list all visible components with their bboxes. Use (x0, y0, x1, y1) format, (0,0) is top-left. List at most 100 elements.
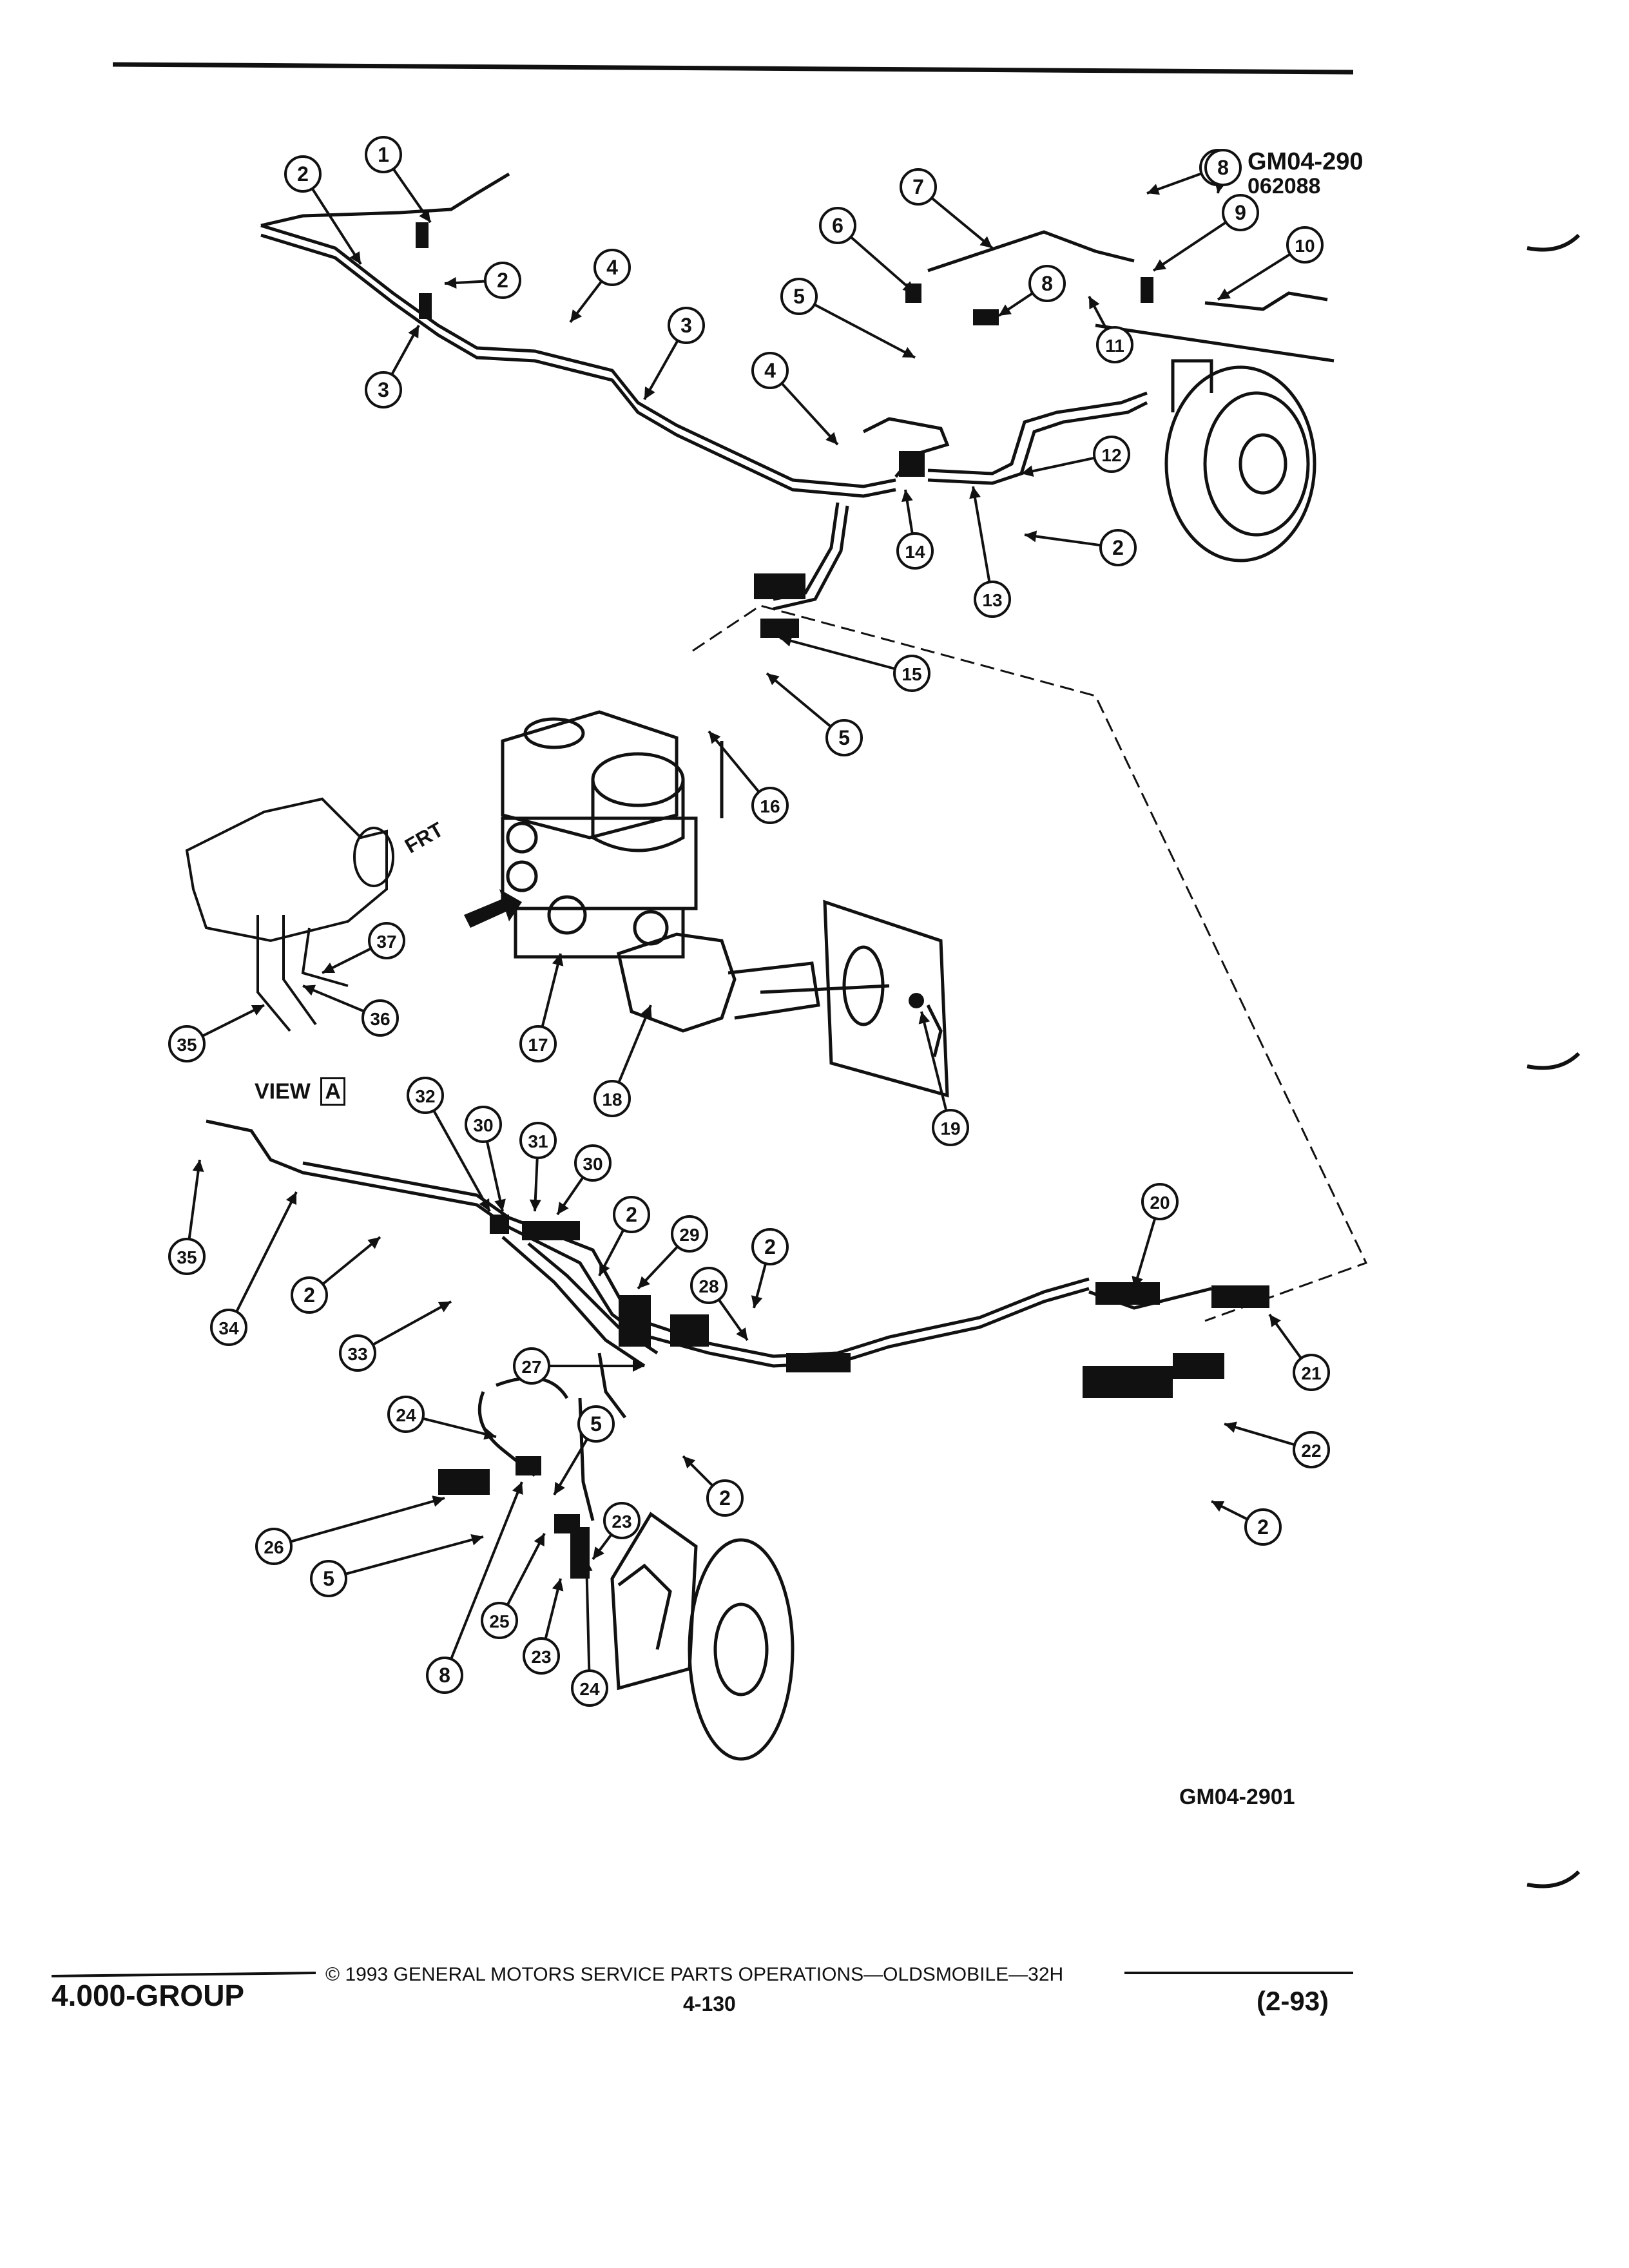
callout-number: 9 (1235, 201, 1246, 224)
header-rule (112, 62, 1354, 75)
figure-code: GM04-2901 (1179, 1785, 1295, 1809)
callout-circle (671, 1215, 708, 1253)
callout-36: 36 (302, 985, 399, 1037)
callout-arrowhead (581, 1559, 593, 1571)
callout-circle (819, 207, 856, 244)
callout-18: 18 (593, 1004, 652, 1117)
callout-3: 3 (365, 325, 420, 408)
callout-leader (972, 486, 991, 582)
callout-circle (168, 1238, 206, 1275)
callout-leader (235, 1191, 298, 1312)
callout-35: 35 (168, 1159, 206, 1275)
callout-arrowhead (683, 1456, 696, 1469)
callout-arrowhead (445, 277, 457, 289)
callout-circle (1293, 1354, 1330, 1391)
callout-arrowhead (483, 1428, 496, 1440)
callout-circle (407, 1077, 444, 1114)
callout-arrowhead (408, 325, 419, 339)
callout-circle (1099, 529, 1137, 566)
callout-arrowhead (285, 1192, 296, 1206)
callout-arrowhead (349, 251, 361, 264)
callout-arrowhead (552, 1579, 564, 1591)
callout-circle (751, 352, 789, 389)
callout-number: 8 (439, 1664, 450, 1687)
callout-circle (1096, 326, 1133, 363)
callout-arrowhead (1025, 530, 1037, 543)
callout-12: 12 (1021, 436, 1130, 477)
callout-arrowhead (192, 1160, 204, 1173)
callout-arrowhead (1218, 288, 1231, 300)
callout-number: 24 (396, 1405, 416, 1425)
callout-circle (519, 1122, 557, 1159)
footer-date: (2-93) (1257, 1986, 1329, 2016)
callout-arrowhead (303, 985, 316, 996)
callout-circle (974, 581, 1011, 618)
callout-arrowhead (438, 1302, 451, 1312)
callout-number: 26 (264, 1537, 284, 1557)
callout-number: 11 (1105, 336, 1124, 356)
callout-circle (1028, 265, 1066, 302)
callout-circle (613, 1196, 650, 1233)
callout-33: 33 (339, 1300, 452, 1372)
callout-arrowhead (751, 1295, 763, 1308)
callout-4: 4 (569, 249, 631, 323)
callout-7: 7 (900, 168, 994, 249)
callout-32: 32 (407, 1077, 491, 1212)
callout-5: 5 (553, 1405, 615, 1496)
footer-page-number: 4-130 (683, 1992, 736, 2015)
callout-number: 2 (1112, 536, 1124, 559)
callout-number: 28 (699, 1276, 718, 1296)
callout-leader (585, 1559, 591, 1671)
callout-number: 21 (1301, 1363, 1321, 1383)
callout-number: 25 (489, 1611, 509, 1631)
callout-circle (593, 249, 631, 286)
callout-leader (311, 187, 362, 265)
callout-leader (485, 1140, 504, 1212)
rear-brake-pipes (260, 172, 1335, 611)
callout-circle (577, 1405, 615, 1443)
view-a-engine (185, 797, 394, 1032)
callout-arrowhead (1211, 1501, 1225, 1512)
callout-leader (779, 637, 896, 670)
callout-24: 24 (387, 1396, 497, 1440)
callout-arrowhead (570, 309, 583, 322)
callout-number: 2 (719, 1486, 731, 1510)
callout-leader (850, 236, 916, 294)
rear-brake-drum (1164, 359, 1316, 562)
callout-leader (1021, 456, 1095, 475)
callout-arrowhead (901, 347, 915, 358)
callout-arrowhead (1147, 184, 1160, 195)
callout-number: 12 (1101, 445, 1121, 465)
callout-circle (519, 1025, 557, 1062)
callout-number: 1 (378, 143, 389, 166)
callout-leader (708, 730, 760, 793)
callout-arrowhead (736, 1327, 747, 1340)
callout-circle (706, 1479, 744, 1517)
callout-leader (766, 672, 832, 728)
callout-2: 2 (1024, 529, 1137, 566)
callout-arrowhead (534, 1533, 545, 1547)
callout-2: 2 (751, 1228, 789, 1309)
callout-3: 3 (643, 307, 705, 400)
callout-circle (571, 1669, 608, 1707)
callout-number: 8 (1041, 272, 1053, 295)
callout-11: 11 (1088, 296, 1133, 363)
callout-circle (465, 1106, 502, 1143)
callout-circle (1204, 149, 1242, 186)
callout-circle (1286, 226, 1324, 264)
callout-9: 9 (1152, 194, 1259, 272)
callout-circle (751, 1228, 789, 1265)
callout-arrowhead (479, 1198, 490, 1211)
callout-circle (893, 655, 930, 692)
callout-number: 4 (606, 256, 618, 279)
callout-30: 30 (556, 1144, 612, 1216)
callout-24: 24 (571, 1559, 608, 1707)
callout-5: 5 (310, 1534, 484, 1597)
callout-27: 27 (513, 1347, 644, 1385)
reference-code-line2: 062088 (1248, 174, 1321, 198)
callout-6: 6 (819, 207, 916, 294)
callout-arrowhead (1132, 1276, 1143, 1289)
callout-number: 37 (376, 932, 396, 952)
callout-31: 31 (519, 1122, 557, 1212)
callout-number: 24 (579, 1679, 600, 1699)
